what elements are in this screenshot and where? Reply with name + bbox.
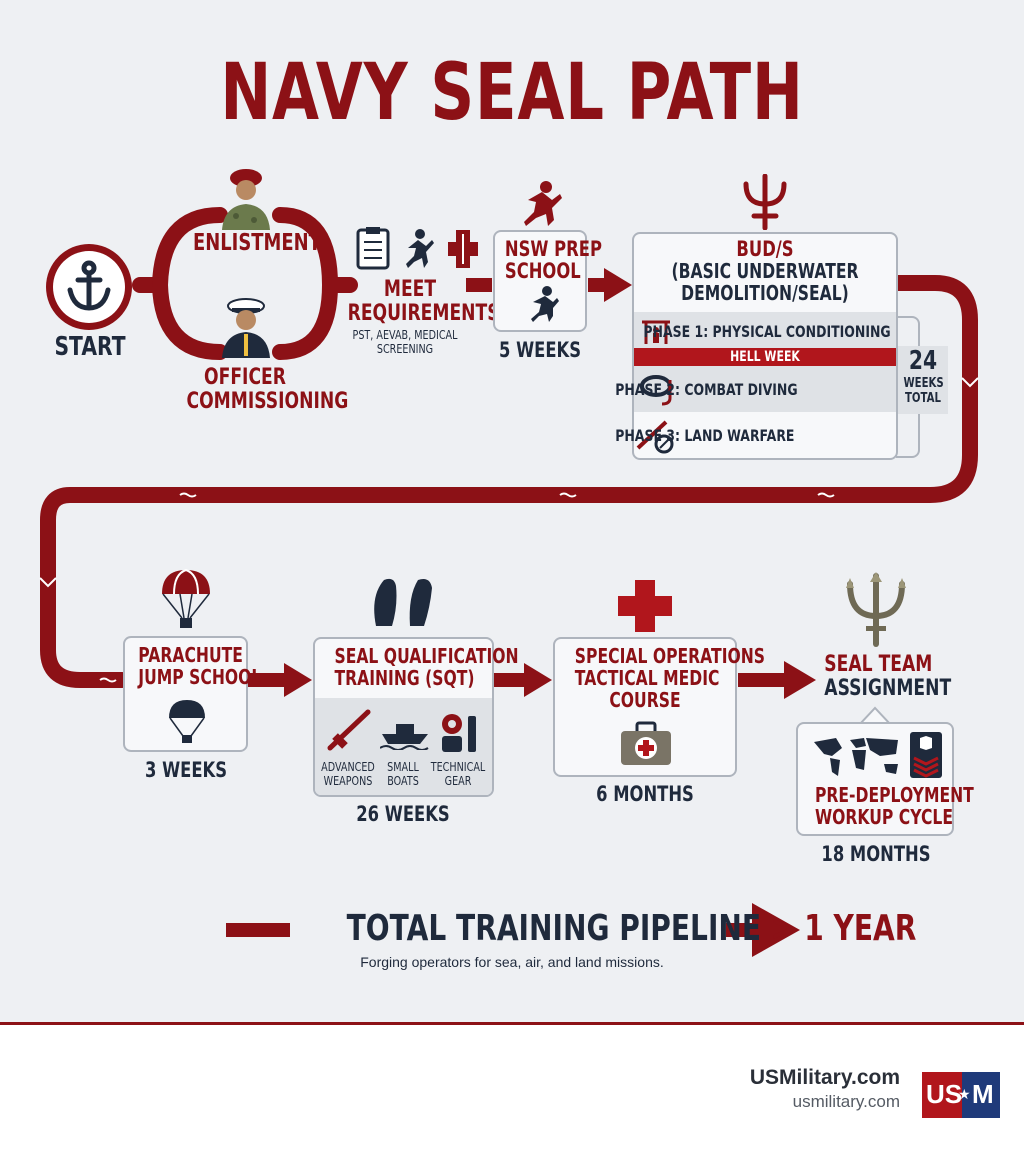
brand-logo[interactable]: US ★ M	[922, 1072, 1000, 1118]
logo-star-icon: ★	[958, 1086, 971, 1102]
medic-duration: 6 MONTHS	[596, 782, 694, 806]
requirements-sub1: PST, AEVAB, MEDICAL	[352, 328, 458, 342]
parachute-line1: PARACHUTE	[138, 643, 243, 667]
buds-subtitle: (BASIC UNDERWATER DEMOLITION/SEAL)	[663, 260, 867, 304]
runner-icon	[406, 229, 434, 268]
world-map-icon	[814, 738, 898, 776]
hell-week-label: HELL WEEK	[730, 349, 800, 365]
start-circle	[46, 244, 132, 330]
runner-icon	[531, 286, 559, 322]
logo-us: US	[926, 1079, 963, 1109]
soldier-icon	[222, 169, 270, 230]
deploy-duration: 18 MONTHS	[821, 842, 931, 866]
trident-gold-icon	[846, 572, 906, 647]
boat-icon	[380, 724, 429, 750]
medic-line1: SPECIAL OPERATIONS	[574, 644, 766, 668]
requirements-sub2: SCREENING	[376, 342, 434, 356]
parachute-red-icon	[162, 568, 210, 628]
deploy-line1: PRE-DEPLOYMENT	[814, 783, 974, 807]
medic-line3: COURSE	[609, 688, 681, 712]
page-title: NAVY SEAL PATH	[220, 48, 804, 138]
parachute-icon	[169, 700, 205, 743]
parachute-duration: 3 WEEKS	[144, 758, 228, 782]
parachute-box: PARACHUTE JUMP SCHOOL	[123, 636, 262, 752]
buds-total-l1: WEEKS	[903, 376, 944, 391]
sqt-item2-l2: BOATS	[387, 774, 419, 788]
buds-title: BUD/S	[663, 238, 867, 260]
medical-icon	[448, 230, 478, 268]
phase1-label: PHASE 1: PHYSICAL CONDITIONING	[643, 322, 891, 341]
rifle-icon	[327, 709, 371, 751]
buds-total-box: 24 WEEKS TOTAL	[898, 346, 948, 414]
deploy-box: PRE-DEPLOYMENT WORKUP CYCLE	[796, 722, 974, 836]
swim-fins-icon	[374, 578, 432, 626]
medic-box: SPECIAL OPERATIONS TACTICAL MEDIC COURSE	[553, 637, 766, 777]
sqt-duration: 26 WEEKS	[356, 802, 450, 826]
sqt-item1-l2: WEAPONS	[323, 774, 373, 788]
sqt-item3-l2: GEAR	[444, 774, 472, 788]
requirements-line2: REQUIREMENTS	[347, 301, 500, 326]
footer	[0, 1025, 1024, 1154]
team-line2: ASSIGNMENT	[824, 676, 952, 701]
officer-line1: OFFICER	[204, 365, 286, 390]
sqt-item2-l1: SMALL	[387, 760, 419, 774]
rifle-compass-icon	[636, 420, 674, 454]
pipeline-gt: >	[770, 908, 795, 949]
logo-m: M	[972, 1079, 994, 1109]
buds-line2: (BASIC UNDERWATER	[671, 259, 859, 283]
sqt-item2: SMALL BOATS	[375, 760, 431, 788]
medkit-icon	[621, 721, 671, 765]
requirements-sub: PST, AEVAB, MEDICAL SCREENING	[337, 328, 473, 356]
sqt-items-panel	[315, 698, 492, 795]
start-label: START	[54, 332, 126, 362]
parachute-line2: JUMP SCHOOL	[138, 665, 262, 689]
requirements-line1: MEET	[383, 277, 437, 302]
buds-line3: DEMOLITION/SEAL)	[681, 281, 849, 305]
prep-duration: 5 WEEKS	[498, 338, 582, 362]
prep-line1: NSW PREP	[504, 237, 602, 261]
sqt-item1-l1: ADVANCED	[321, 760, 375, 774]
dive-mask-icon	[640, 375, 672, 406]
prep-line2: SCHOOL	[504, 259, 581, 283]
trident-icon	[743, 174, 787, 230]
path-line	[40, 207, 978, 688]
buds-total-num: 24	[908, 346, 938, 376]
hell-week-bar: HELL WEEK	[634, 348, 896, 366]
nsw-prep-box: NSW PREP SCHOOL	[493, 230, 602, 332]
brand-name[interactable]: USMilitary.com	[749, 1066, 900, 1089]
pipeline-text-a: TOTAL TRAINING PIPELINE	[346, 908, 762, 949]
sqt-item1: ADVANCED WEAPONS	[318, 760, 379, 788]
clipboard-icon	[356, 227, 390, 270]
sqt-item3: TECHNICAL GEAR	[428, 760, 489, 788]
runner-red-icon	[524, 181, 562, 226]
brand-url[interactable]: usmilitary.com	[792, 1092, 900, 1111]
rank-insignia-icon	[910, 732, 942, 778]
pipeline-text-b: 1 YEAR	[804, 908, 917, 949]
officer-line2: COMMISSIONING	[186, 389, 349, 414]
sqt-line1: SEAL QUALIFICATION	[334, 644, 519, 668]
deploy-line2: WORKUP CYCLE	[814, 805, 954, 829]
officer-label: OFFICER COMMISSIONING	[186, 365, 349, 414]
medic-line2: TACTICAL MEDIC	[574, 666, 720, 690]
medical-cross-icon	[618, 580, 672, 632]
officer-icon	[222, 298, 270, 358]
team-line1: SEAL TEAM	[824, 652, 933, 677]
pipeline-tagline: Forging operators for sea, air, and land…	[360, 954, 664, 970]
pipeline-heading: TOTAL TRAINING PIPELINE > 1 YEAR	[347, 908, 917, 949]
sqt-line2: TRAINING (SQT)	[334, 666, 475, 690]
phase2-label: PHASE 2: COMBAT DIVING	[615, 380, 798, 399]
flow-arrows	[226, 268, 816, 957]
buds-line1: BUD/S	[736, 237, 794, 261]
anchor-icon	[67, 260, 111, 311]
requirements-icons	[356, 227, 478, 270]
phase3-label: PHASE 3: LAND WARFARE	[615, 426, 795, 445]
sqt-item3-l1: TECHNICAL	[430, 760, 486, 774]
requirements-label: MEET REQUIREMENTS	[347, 277, 500, 326]
technical-gear-icon	[442, 714, 476, 752]
pullup-bar-icon	[642, 320, 670, 344]
enlistment-label: ENLISTMENT	[192, 230, 321, 256]
buds-total-l2: TOTAL	[905, 391, 941, 406]
